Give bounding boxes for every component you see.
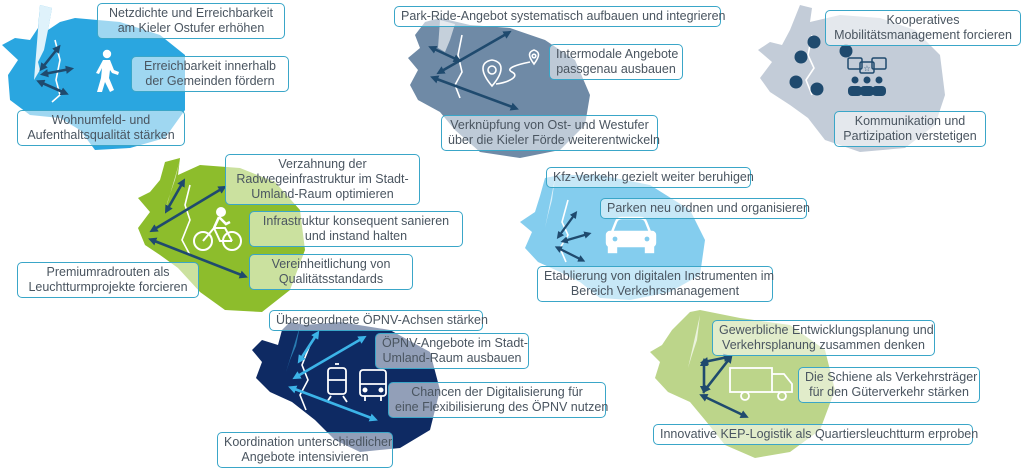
label-line: Kommunikation und xyxy=(854,114,966,128)
label-verzahnung: Verzahnung der Radwegeinfrastruktur im S… xyxy=(225,154,420,205)
car-icon xyxy=(605,216,657,254)
label-line: Parken neu ordnen und organisieren xyxy=(607,201,810,215)
label-line: und instand halten xyxy=(304,229,408,243)
label-line: Übergeordnete ÖPNV-Achsen stärken xyxy=(276,313,488,327)
people-rating-icon: ☆ xyxy=(847,57,887,96)
label-gewerbliche: Gewerbliche Entwicklungsplanung und Verk… xyxy=(712,320,935,356)
label-line: Intermodale Angebote xyxy=(556,47,679,61)
label-line: Verzahnung der xyxy=(278,157,367,171)
label-line: ÖPNV-Angebote im Stadt- xyxy=(382,336,528,350)
label-line: Angebote intensivieren xyxy=(241,450,369,464)
label-erreichbarkeit: Erreichbarkeit innerhalb der Gemeinden f… xyxy=(131,56,289,92)
label-line: Umland-Raum optimieren xyxy=(251,187,394,201)
label-line: Umland-Raum ausbauen xyxy=(382,351,522,365)
label-line: Infrastruktur konsequent sanieren xyxy=(262,214,450,228)
label-line: am Kieler Ostufer erhöhen xyxy=(117,21,265,35)
label-parken: Parken neu ordnen und organisieren xyxy=(600,198,810,219)
label-line: Koordination unterschiedlicher xyxy=(224,435,393,449)
label-line: Kfz-Verkehr gezielt weiter beruhigen xyxy=(553,170,754,184)
label-vereinheitlichung: Vereinheitlichung von Qualitätsstandards xyxy=(249,254,413,290)
label-line: Aufenthaltsqualität stärken xyxy=(27,128,175,142)
label-kommunikation: Kommunikation und Partizipation versteti… xyxy=(834,111,986,147)
label-line: Gewerbliche Entwicklungsplanung und xyxy=(719,323,934,337)
label-premiumradrouten: Premiumradrouten als Leuchtturmprojekte … xyxy=(17,262,199,298)
label-line: Netzdichte und Erreichbarkeit xyxy=(109,6,273,20)
label-line: Leuchtturmprojekte forcieren xyxy=(28,280,188,294)
label-kep-logistik: Innovative KEP-Logistik als Quartiersleu… xyxy=(653,424,979,445)
label-etablierung: Etablierung von digitalen Instrumenten i… xyxy=(537,266,774,302)
label-line: Bereich Verkehrsmanagement xyxy=(570,284,740,298)
label-park-ride: Park-Ride-Angebot systematisch aufbauen … xyxy=(394,6,726,27)
label-line: Park-Ride-Angebot systematisch aufbauen … xyxy=(401,9,726,23)
label-line: Innovative KEP-Logistik als Quartiersleu… xyxy=(660,427,979,441)
label-line: für den Güterverkehr stärken xyxy=(809,385,969,399)
label-line: Premiumradrouten als xyxy=(46,265,170,279)
label-line: über die Kieler Förde weiterentwickeln xyxy=(448,133,660,147)
label-uebergeordnete: Übergeordnete ÖPNV-Achsen stärken xyxy=(269,310,488,331)
label-kooperatives: Kooperatives Mobilitätsmanagement forcie… xyxy=(825,10,1021,46)
label-line: Wohnumfeld- und xyxy=(51,113,151,127)
label-kfz-verkehr: Kfz-Verkehr gezielt weiter beruhigen xyxy=(546,167,754,188)
label-line: passgenau ausbauen xyxy=(556,62,676,76)
label-line: Kooperatives xyxy=(886,13,960,27)
label-line: Chancen der Digitalisierung für xyxy=(411,385,583,399)
label-line: eine Flexibilisierung des ÖPNV nutzen xyxy=(395,400,609,414)
label-verknuepfung: Verknüpfung von Ost- und Westufer über d… xyxy=(441,115,660,151)
label-chancen: Chancen der Digitalisierung für eine Fle… xyxy=(388,382,609,418)
label-wohnumfeld: Wohnumfeld- und Aufenthaltsqualität stär… xyxy=(17,110,185,146)
label-line: Verknüpfung von Ost- und Westufer xyxy=(450,118,649,132)
label-line: Partizipation verstetigen xyxy=(843,129,977,143)
pedestrian-icon xyxy=(96,49,119,92)
label-koordination: Koordination unterschiedlicher Angebote … xyxy=(217,432,393,468)
label-line: Verkehrsplanung zusammen denken xyxy=(722,338,925,352)
svg-text:☆: ☆ xyxy=(863,64,870,73)
label-schiene: Die Schiene als Verkehrsträger für den G… xyxy=(798,367,980,403)
label-line: Radwegeinfrastruktur im Stadt- xyxy=(236,172,409,186)
label-line: Vereinheitlichung von xyxy=(271,257,391,271)
dot-markers xyxy=(789,35,853,96)
label-infrastruktur: Infrastruktur konsequent sanieren und in… xyxy=(249,211,463,247)
label-line: Die Schiene als Verkehrsträger xyxy=(805,370,978,384)
label-intermodale: Intermodale Angebote passgenau ausbauen xyxy=(549,44,683,80)
label-netzdichte: Netzdichte und Erreichbarkeit am Kieler … xyxy=(97,3,285,39)
label-line: der Gemeinden fördern xyxy=(145,74,275,88)
label-line: Qualitätsstandards xyxy=(278,272,384,286)
label-line: Etablierung von digitalen Instrumenten i… xyxy=(544,269,774,283)
label-line: Mobilitätsmanagement forcieren xyxy=(834,28,1012,42)
label-oepnv-angebote: ÖPNV-Angebote im Stadt- Umland-Raum ausb… xyxy=(375,333,529,369)
label-line: Erreichbarkeit innerhalb xyxy=(143,59,276,73)
